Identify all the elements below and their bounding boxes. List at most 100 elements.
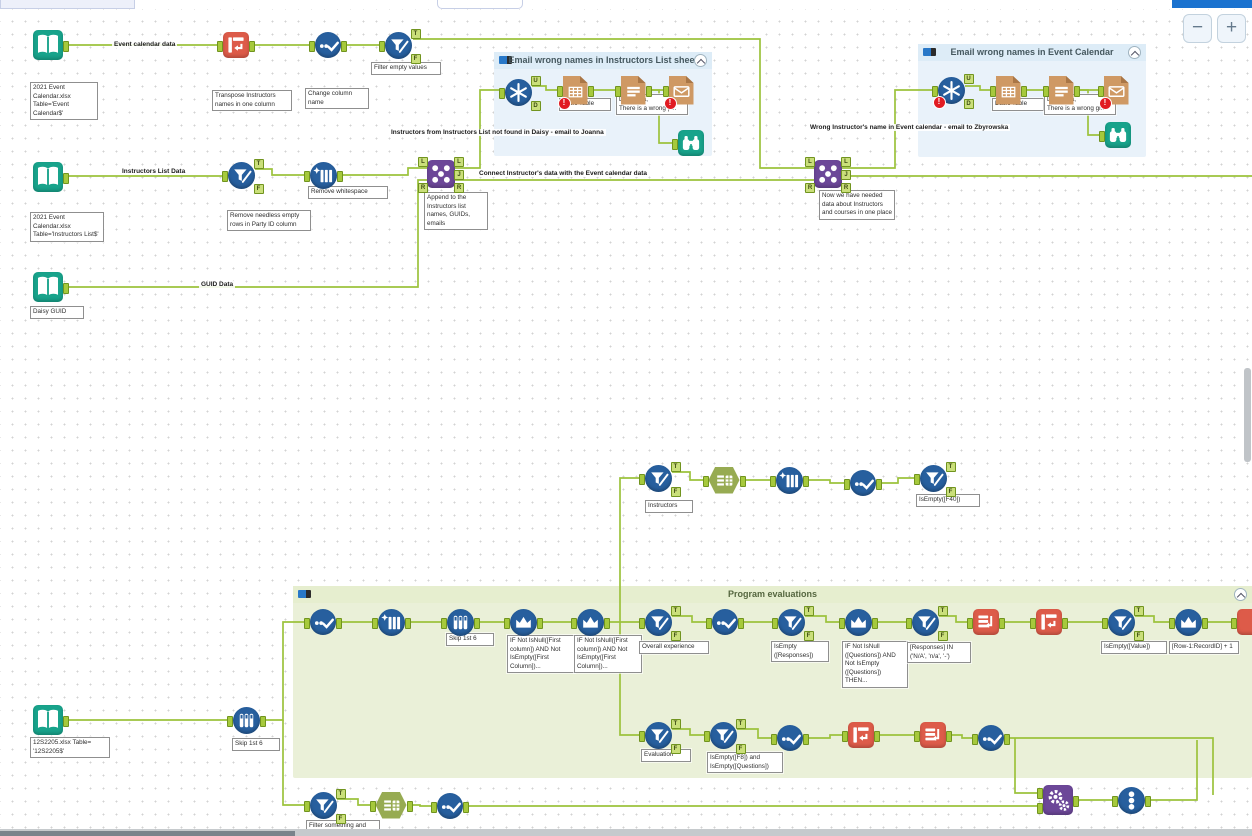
tool-select-change-column[interactable] <box>309 32 347 58</box>
output-anchor[interactable] <box>249 40 255 52</box>
tool-transpose-2[interactable] <box>1030 609 1068 635</box>
input-anchor[interactable] <box>1099 130 1105 142</box>
input-anchor[interactable] <box>570 617 577 629</box>
tool-browse-2[interactable] <box>1099 122 1131 148</box>
tool-cleanse-2[interactable] <box>769 466 809 494</box>
anchor-T[interactable]: T <box>410 28 421 39</box>
output-anchor[interactable] <box>1004 733 1010 745</box>
input-anchor[interactable] <box>769 475 776 487</box>
input-anchor[interactable] <box>638 730 645 742</box>
input-anchor[interactable] <box>1037 803 1043 814</box>
tool-gears-tool[interactable] <box>1037 785 1079 815</box>
input-anchor[interactable] <box>221 170 228 182</box>
anchor-F[interactable]: F <box>253 183 264 194</box>
tool-cleanse-3[interactable] <box>371 608 411 636</box>
anchor-F[interactable]: F <box>670 630 681 641</box>
tool-multirow-3[interactable] <box>838 608 878 636</box>
anchor-F[interactable]: F <box>410 53 421 64</box>
output-anchor[interactable] <box>803 733 809 745</box>
anchor-F[interactable]: F <box>945 486 956 497</box>
input-anchor[interactable] <box>1168 617 1175 629</box>
output-anchor[interactable] <box>1073 795 1079 807</box>
anchor-L[interactable]: L <box>418 157 428 167</box>
anchor-F[interactable]: F <box>803 630 814 641</box>
input-anchor[interactable] <box>503 617 510 629</box>
window-tab-fragment-2[interactable] <box>437 0 523 9</box>
output-anchor[interactable] <box>738 617 744 629</box>
anchor-L[interactable]: L <box>841 157 851 167</box>
input-anchor[interactable] <box>371 617 378 629</box>
anchor-J[interactable]: J <box>454 170 464 180</box>
tool-input-12s2205[interactable] <box>33 705 69 735</box>
output-anchor[interactable] <box>1144 795 1151 807</box>
tool-input-event-calendar[interactable] <box>33 30 69 60</box>
tool-summarize-1[interactable] <box>702 466 746 494</box>
tool-sample-skip6-b[interactable] <box>226 706 266 734</box>
input-anchor[interactable] <box>369 800 376 812</box>
input-anchor[interactable] <box>1101 617 1108 629</box>
input-anchor[interactable] <box>303 800 310 812</box>
anchor-D[interactable]: D <box>530 100 541 111</box>
output-anchor[interactable] <box>473 617 480 629</box>
anchor-T[interactable]: T <box>945 461 956 472</box>
input-anchor[interactable] <box>1231 617 1237 629</box>
anchor-F[interactable]: F <box>937 630 948 641</box>
output-anchor[interactable] <box>63 282 69 294</box>
input-anchor[interactable] <box>838 617 845 629</box>
output-anchor[interactable] <box>341 40 347 52</box>
anchor-T[interactable]: T <box>253 158 264 169</box>
output-anchor[interactable] <box>1201 617 1208 629</box>
tool-multirow-1[interactable] <box>503 608 543 636</box>
input-anchor[interactable] <box>844 478 850 490</box>
output-anchor[interactable] <box>739 475 746 487</box>
window-tab-fragment[interactable] <box>0 0 135 9</box>
output-anchor[interactable] <box>404 617 411 629</box>
tool-recordid-2[interactable] <box>914 722 952 748</box>
input-anchor[interactable] <box>304 617 310 629</box>
anchor-U[interactable]: U <box>963 73 974 84</box>
tool-basic-table-2[interactable] <box>989 75 1027 105</box>
input-anchor[interactable] <box>217 40 223 52</box>
anchor-T[interactable]: T <box>670 461 681 472</box>
output-anchor[interactable] <box>406 800 413 812</box>
input-anchor[interactable] <box>842 730 848 742</box>
output-anchor[interactable] <box>587 85 594 97</box>
output-anchor[interactable] <box>1062 617 1068 629</box>
output-anchor[interactable] <box>336 617 342 629</box>
input-anchor[interactable] <box>771 617 778 629</box>
tool-select-7[interactable] <box>431 793 469 819</box>
tool-select-5[interactable] <box>771 725 809 751</box>
anchor-L[interactable]: L <box>454 157 464 167</box>
output-anchor[interactable] <box>874 730 880 742</box>
tool-select-6[interactable] <box>972 725 1010 751</box>
input-anchor[interactable] <box>431 801 437 813</box>
anchor-U[interactable]: U <box>530 75 541 86</box>
tool-select-3[interactable] <box>304 609 342 635</box>
tool-multirow-recordid[interactable] <box>1168 608 1208 636</box>
input-anchor[interactable] <box>706 617 712 629</box>
anchor-T[interactable]: T <box>670 718 681 729</box>
output-anchor[interactable] <box>871 617 878 629</box>
input-anchor[interactable] <box>638 473 645 485</box>
input-anchor[interactable] <box>1111 795 1118 807</box>
output-anchor[interactable] <box>259 715 266 727</box>
container-collapse-button[interactable] <box>1234 588 1247 601</box>
tool-browse-1[interactable] <box>672 130 704 156</box>
tool-select-4[interactable] <box>706 609 744 635</box>
container-collapse-button[interactable] <box>694 54 707 67</box>
input-anchor[interactable] <box>638 617 645 629</box>
tool-email-1[interactable]: ! <box>662 75 694 110</box>
output-anchor[interactable] <box>876 478 882 490</box>
input-anchor[interactable] <box>1097 85 1104 97</box>
output-anchor[interactable] <box>802 475 809 487</box>
